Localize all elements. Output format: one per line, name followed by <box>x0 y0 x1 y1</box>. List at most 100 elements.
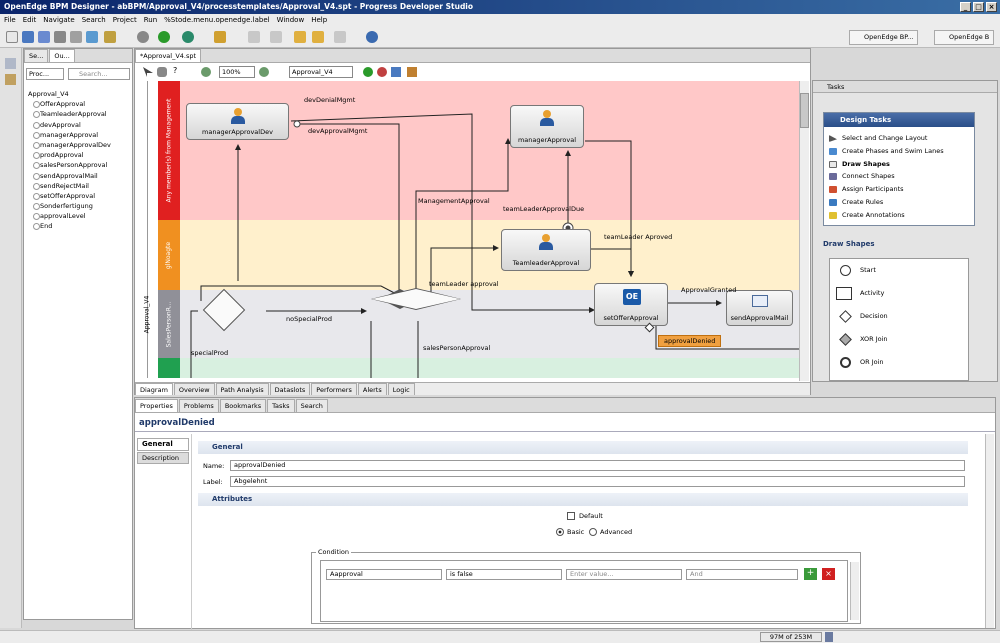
menu-file[interactable]: File <box>4 16 16 24</box>
process-select[interactable]: Approval_V4 <box>289 66 353 78</box>
sync-icon[interactable] <box>366 31 378 43</box>
tree-item[interactable]: OfferApproval <box>28 99 132 109</box>
tab-outline[interactable]: Ou... <box>49 49 75 62</box>
basic-radio[interactable] <box>556 528 564 536</box>
tree-item[interactable]: sendRejectMail <box>28 181 132 191</box>
tab-tasks[interactable]: Tasks <box>267 399 295 412</box>
hand-tool-icon[interactable] <box>157 67 167 77</box>
tab-search[interactable]: Search <box>295 399 328 412</box>
refresh-icon[interactable] <box>86 31 98 43</box>
outline-filter-select[interactable]: Proc... <box>26 68 64 80</box>
vertical-scrollbar[interactable] <box>799 81 809 381</box>
tab-diagram[interactable]: Diagram <box>135 383 173 395</box>
outline-search-input[interactable]: Search... <box>68 68 130 80</box>
activity-teamleader-approval[interactable]: TeamleaderApproval <box>501 229 591 271</box>
heap-status[interactable]: 97M of 253M <box>760 632 822 642</box>
tree-item[interactable]: prodApproval <box>28 150 132 160</box>
settings-icon[interactable] <box>407 67 417 77</box>
edge-label[interactable]: noSpecialProd <box>286 315 332 323</box>
activity-manager-approval[interactable]: managerApproval <box>510 105 584 148</box>
select-tool-icon[interactable] <box>143 67 153 77</box>
shape-activity[interactable]: Activity <box>830 282 968 305</box>
shape-decision[interactable]: Decision <box>830 305 968 328</box>
record-icon[interactable] <box>377 67 387 77</box>
condition-scrollbar[interactable] <box>850 562 859 620</box>
maximize-button[interactable]: □ <box>973 2 984 12</box>
condition-join-select[interactable]: And <box>686 569 798 580</box>
add-condition-icon[interactable]: + <box>804 568 817 580</box>
tab-logic[interactable]: Logic <box>387 383 415 395</box>
task-create-rules[interactable]: Create Rules <box>824 196 974 209</box>
tab-path-analysis[interactable]: Path Analysis <box>215 383 269 395</box>
help-icon[interactable]: ? <box>173 66 178 75</box>
tree-item[interactable]: TeamleaderApproval <box>28 109 132 119</box>
back-icon[interactable] <box>294 31 306 43</box>
label-field[interactable]: Abgelehnt <box>230 476 965 487</box>
lane-teamleader[interactable] <box>160 220 799 290</box>
lane-production[interactable] <box>160 358 799 378</box>
open-icon[interactable] <box>70 31 82 43</box>
advanced-radio[interactable] <box>589 528 597 536</box>
menu-project[interactable]: Project <box>112 16 137 24</box>
tree-item[interactable]: approvalLevel <box>28 211 132 221</box>
side-tab-description[interactable]: Description <box>137 452 189 464</box>
forward-icon[interactable] <box>312 31 324 43</box>
attributes-section-header[interactable]: Attributes <box>198 493 968 506</box>
restore-icon[interactable] <box>5 58 16 69</box>
activity-send-approval-mail[interactable]: sendApprovalMail <box>726 290 793 326</box>
tree-item[interactable]: devApproval <box>28 120 132 130</box>
print-icon[interactable] <box>54 31 66 43</box>
default-checkbox[interactable] <box>567 512 575 520</box>
remove-condition-icon[interactable]: × <box>822 568 835 580</box>
zoom-out-icon[interactable] <box>259 67 269 77</box>
perspective-openedge-bpm[interactable]: OpenEdge BP... <box>849 30 919 45</box>
perspective-openedge[interactable]: OpenEdge B <box>934 30 995 45</box>
save-all-icon[interactable] <box>38 31 50 43</box>
shape-or-join[interactable]: OR Join <box>830 351 968 374</box>
menu-help[interactable]: Help <box>311 16 328 24</box>
edge-label[interactable]: ApprovalGranted <box>681 286 737 294</box>
tab-problems[interactable]: Problems <box>178 399 219 412</box>
condition-value-input[interactable]: Enter value... <box>566 569 682 580</box>
minimize-button[interactable]: _ <box>960 2 971 12</box>
process-diagram[interactable]: Approval_V4 Any member(s) from Managemen… <box>136 81 799 378</box>
tab-properties[interactable]: Properties <box>135 399 178 412</box>
external-tools-icon[interactable] <box>182 31 194 43</box>
tree-item[interactable]: Sonderfertigung <box>28 201 132 211</box>
project-explorer-icon[interactable] <box>5 74 16 85</box>
task-draw-shapes[interactable]: Draw Shapes <box>824 158 974 171</box>
menu-navigate[interactable]: Navigate <box>43 16 75 24</box>
shape-xor-join[interactable]: XOR Join <box>830 328 968 351</box>
general-section-header[interactable]: General <box>198 441 968 454</box>
tab-overview[interactable]: Overview <box>173 383 215 395</box>
task-phases-lanes[interactable]: Create Phases and Swim Lanes <box>824 145 974 158</box>
tree-item[interactable]: setOfferApproval <box>28 191 132 201</box>
tree-item[interactable]: salesPersonApproval <box>28 160 132 170</box>
task-select-layout[interactable]: Select and Change Layout <box>824 132 974 145</box>
search-icon[interactable] <box>270 31 282 43</box>
menu-edit[interactable]: Edit <box>22 16 37 24</box>
menu-stode[interactable]: %Stode.menu.openedge.label <box>164 16 270 24</box>
tree-item[interactable]: managerApprovalDev <box>28 140 132 150</box>
garbage-collect-icon[interactable] <box>825 632 833 642</box>
tab-approval-v4[interactable]: *Approval_V4.spt <box>135 49 202 62</box>
design-tasks-header[interactable]: Design Tasks <box>824 113 974 127</box>
save-icon[interactable] <box>22 31 34 43</box>
menu-window[interactable]: Window <box>276 16 305 24</box>
deploy-icon[interactable] <box>391 67 401 77</box>
run-icon[interactable] <box>158 31 170 43</box>
tab-dataslots[interactable]: Dataslots <box>269 383 311 395</box>
edge-label[interactable]: teamLeaderApprovalDue <box>503 205 585 213</box>
tree-item[interactable]: End <box>28 221 132 231</box>
draw-shapes-title[interactable]: Draw Shapes <box>823 240 875 248</box>
tree-item[interactable]: managerApproval <box>28 130 132 140</box>
tree-root[interactable]: Approval_V4 <box>28 90 69 98</box>
condition-operator-select[interactable]: is false <box>446 569 562 580</box>
edge-label[interactable]: teamLeader Aproved <box>604 233 673 241</box>
debug-icon[interactable] <box>137 31 149 43</box>
edge-label[interactable]: devApprovalMgmt <box>308 127 368 135</box>
edge-label-selected[interactable]: approvalDenied <box>658 335 722 347</box>
edge-label[interactable]: ManagementApproval <box>418 197 490 205</box>
task-connect-shapes[interactable]: Connect Shapes <box>824 170 974 183</box>
edge-label[interactable]: salesPersonApproval <box>423 344 491 352</box>
